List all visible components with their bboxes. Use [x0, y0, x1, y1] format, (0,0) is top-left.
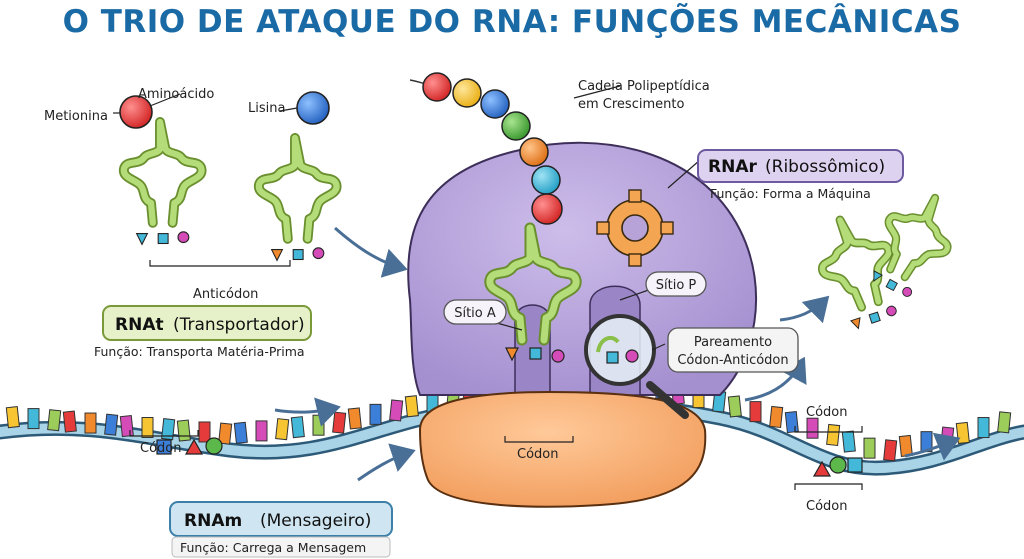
- sitio-a-pill: Sítio A: [443, 299, 507, 325]
- label-codon-center: Códon: [517, 447, 558, 462]
- mrna-base: [883, 439, 898, 462]
- rnar-function: Função: Forma a Máquina: [710, 186, 871, 201]
- rnar-abbr: RNAr: [708, 157, 757, 177]
- polypeptide-chain: [409, 72, 563, 225]
- mrna-base: [997, 411, 1012, 434]
- rnat-abbr: RNAt: [115, 315, 164, 335]
- magnifier-icon: [584, 314, 689, 419]
- codon-base-shape: [184, 438, 204, 455]
- sitio-a-label: Sítio A: [454, 306, 496, 321]
- codon-base-shape: [156, 439, 172, 455]
- mrna-base: [826, 423, 841, 447]
- pareamento-line1: Pareamento: [694, 335, 772, 350]
- trna-lisina: [259, 138, 337, 262]
- label-codon-left: Códon: [140, 441, 181, 456]
- mrna-base: [27, 408, 40, 430]
- codon-base-shape: [847, 457, 863, 473]
- mrna-base: [312, 414, 325, 436]
- mrna-base: [47, 409, 62, 432]
- mrna-base: [841, 430, 856, 453]
- mrna-base: [977, 417, 990, 439]
- mrna-base: [332, 411, 347, 434]
- mrna-base: [233, 421, 248, 444]
- pareamento-line2: Códon-Anticódon: [677, 353, 788, 368]
- trna-exiting-1: [809, 209, 908, 330]
- mrna-base: [84, 412, 97, 434]
- sitio-p-pill: Sítio P: [645, 271, 707, 297]
- codon-base-shape: [812, 460, 832, 477]
- mrna-base: [161, 418, 176, 441]
- trna-in-ribosome: [490, 228, 576, 363]
- mrna-base: [404, 395, 419, 418]
- mrna-base: [863, 437, 876, 459]
- label-aminoacido: Aminoácido: [138, 87, 214, 102]
- label-cadeia-2: em Crescimento: [578, 97, 684, 112]
- ribosome-small-subunit: [418, 390, 707, 508]
- label-lisina: Lisina: [248, 101, 285, 116]
- label-anticodon: Anticódon: [193, 287, 258, 302]
- aminoacid-metionina: [119, 95, 153, 129]
- rnar-name: (Ribossômico): [765, 157, 885, 177]
- mrna-base: [769, 405, 784, 429]
- aminoacid-lisina: [296, 91, 330, 125]
- mrna-base: [369, 403, 382, 425]
- mrna-base: [119, 414, 134, 438]
- mrna-base: [104, 413, 119, 436]
- rnat-function: Função: Transporta Matéria-Prima: [94, 344, 305, 359]
- rnat-label-box: RNAt (Transportador): [102, 305, 312, 341]
- pareamento-box: Pareamento Códon-Anticódon: [667, 327, 799, 373]
- codon-base-shape: [205, 437, 223, 455]
- mrna-base: [749, 401, 762, 423]
- rnar-label-box: RNAr (Ribossômico): [697, 149, 904, 183]
- mrna-base: [176, 419, 191, 442]
- mrna-base: [955, 421, 970, 444]
- gear-icon: [596, 189, 674, 267]
- mrna-base: [389, 399, 404, 422]
- trna-metionina: [124, 122, 202, 246]
- mrna-base: [5, 406, 20, 429]
- label-cadeia-1: Cadeia Polipeptídica: [578, 79, 710, 94]
- mrna-base: [347, 407, 362, 430]
- mrna-base: [290, 416, 305, 439]
- mrna-base: [198, 421, 211, 443]
- page-title: O TRIO DE ATAQUE DO RNA: FUNÇÕES MECÂNIC…: [62, 4, 962, 40]
- label-metionina: Metionina: [44, 109, 108, 124]
- label-codon-right-top: Códon: [806, 405, 847, 420]
- mrna-base: [62, 410, 77, 433]
- mrna-base: [275, 418, 290, 441]
- rnam-label-box: RNAm (Mensageiro): [169, 501, 393, 537]
- rnam-name: (Mensageiro): [260, 511, 371, 531]
- mrna-base: [806, 417, 819, 439]
- trna-exiting-2: [860, 184, 965, 297]
- sitio-p-label: Sítio P: [656, 278, 697, 293]
- mrna-base: [141, 417, 154, 439]
- rnat-name: (Transportador): [173, 315, 305, 335]
- mrna-base: [218, 422, 233, 445]
- codon-base-shape: [829, 456, 847, 474]
- label-codon-right-bottom: Códon: [806, 499, 847, 514]
- mrna-base: [727, 395, 742, 418]
- rnam-abbr: RNAm: [184, 511, 242, 531]
- mrna-base: [784, 411, 799, 434]
- mrna-base: [255, 420, 268, 442]
- flow-arrows: [274, 226, 961, 482]
- rnam-function: Função: Carrega a Mensagem: [180, 540, 366, 555]
